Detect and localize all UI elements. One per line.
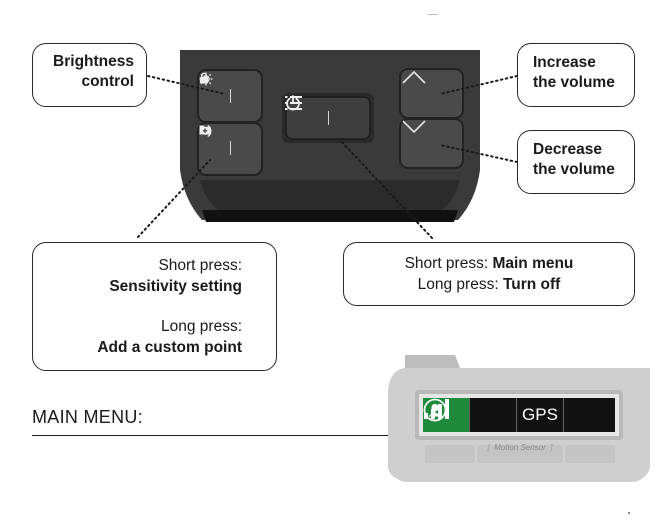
main-menu-screen: GPS ?	[423, 398, 615, 432]
menu-long-prefix: Long press:	[417, 276, 499, 293]
svg-text:?: ?	[431, 402, 439, 418]
menu-long-value: Turn off	[502, 276, 561, 293]
sensitivity-long-value: Add a custom point	[97, 339, 242, 356]
menu-item-gps[interactable]: GPS	[517, 398, 564, 432]
top-edge-mark	[428, 14, 438, 15]
main-menu-divider	[32, 435, 392, 436]
motion-sensor-text: Motion Sensor	[494, 443, 546, 452]
device-control-panel	[180, 50, 480, 225]
chevron-up-icon	[402, 70, 426, 84]
sensitivity-short-value: Sensitivity setting	[109, 278, 242, 295]
menu-item-help[interactable]: ?	[423, 398, 611, 432]
brightness-callout: Brightness control	[32, 43, 147, 107]
volume-down-button[interactable]	[402, 120, 462, 166]
sensitivity-short-prefix: Short press:	[158, 257, 242, 274]
decrease-callout-line1: Decrease	[533, 141, 602, 158]
power-icon	[286, 95, 300, 111]
increase-volume-callout: Increase the volume	[517, 43, 635, 107]
main-menu-heading: MAIN MENU:	[32, 407, 143, 427]
custom-point-icon	[199, 125, 211, 135]
gps-icon: GPS	[522, 405, 558, 424]
menu-power-button[interactable]	[285, 95, 372, 141]
sensitivity-long-prefix: Long press:	[161, 318, 242, 335]
brightness-callout-line1: Brightness	[53, 53, 134, 70]
motion-sensor-label: [ Motion Sensor ]	[487, 443, 553, 452]
menu-short-prefix: Short press:	[404, 255, 489, 272]
help-icon: ?	[423, 398, 447, 422]
sensitivity-callout: Short press: Sensitivity setting Long pr…	[32, 242, 277, 371]
decrease-volume-callout: Decrease the volume	[517, 130, 635, 194]
volume-up-button[interactable]	[402, 70, 462, 116]
menu-button-callout: Short press: Main menu Long press: Turn …	[343, 242, 635, 306]
sensitivity-button[interactable]	[199, 124, 261, 172]
increase-callout-line2: the volume	[533, 74, 615, 91]
increase-callout-line1: Increase	[533, 54, 596, 71]
brightness-lock-button[interactable]	[199, 72, 261, 120]
lock-icon	[200, 72, 208, 84]
brightness-callout-line2: control	[81, 73, 134, 90]
menu-short-value: Main menu	[492, 255, 574, 272]
chevron-down-icon	[402, 120, 426, 134]
corner-mark	[628, 512, 630, 514]
device-screen-panel: GPS ? [ Motion Sensor ]	[385, 350, 655, 490]
decrease-callout-line2: the volume	[533, 161, 615, 178]
menu-item-signal[interactable]	[424, 398, 517, 432]
